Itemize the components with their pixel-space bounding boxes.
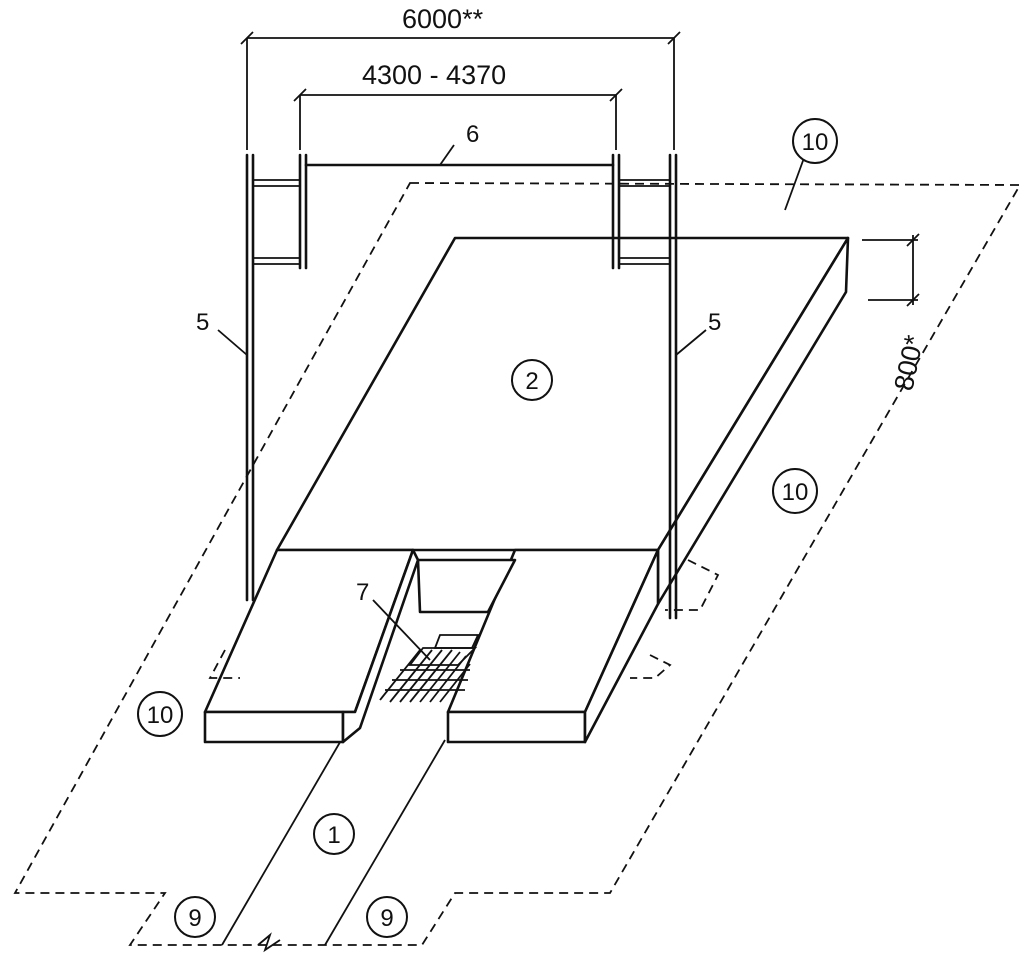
upright-left xyxy=(245,153,308,602)
label-circle-zone-right: 10 xyxy=(772,468,818,514)
dimension-height: 800* xyxy=(889,332,930,393)
svg-text:10: 10 xyxy=(802,129,829,156)
label-pit: 7 xyxy=(356,579,369,606)
runway xyxy=(221,724,446,953)
notch-back-wall xyxy=(416,558,517,614)
label-bar: 6 xyxy=(466,121,479,148)
label-circle-zone-left: 10 xyxy=(137,691,183,737)
svg-text:2: 2 xyxy=(525,368,538,395)
front-left-block-top xyxy=(203,548,415,714)
label-circle-zone-bottom-right: 9 xyxy=(366,896,408,938)
label-circle-zone-top: 10 xyxy=(792,118,838,164)
svg-text:9: 9 xyxy=(380,905,393,932)
label-circle-zone-bottom-left: 9 xyxy=(174,896,216,938)
dimension-overall-width: 6000** xyxy=(402,4,484,34)
label-circle-runway: 1 xyxy=(313,813,355,855)
front-left-block-front xyxy=(203,710,345,744)
upright-right xyxy=(611,153,678,620)
post-base-outlines xyxy=(208,559,720,679)
label-circle-mat: 2 xyxy=(511,359,553,401)
dimension-post-spacing: 4300 - 4370 xyxy=(362,60,506,90)
dimension-lines xyxy=(240,31,920,307)
front-right-block-front xyxy=(446,710,587,744)
svg-text:10: 10 xyxy=(782,479,809,506)
svg-text:9: 9 xyxy=(188,905,201,932)
label-post-right: 5 xyxy=(708,309,721,336)
front-right-block-side xyxy=(583,548,660,744)
planting-box xyxy=(379,634,480,703)
svg-text:10: 10 xyxy=(147,702,174,729)
leader-lines xyxy=(217,144,805,661)
label-post-left: 5 xyxy=(196,309,209,336)
svg-text:1: 1 xyxy=(327,822,340,849)
